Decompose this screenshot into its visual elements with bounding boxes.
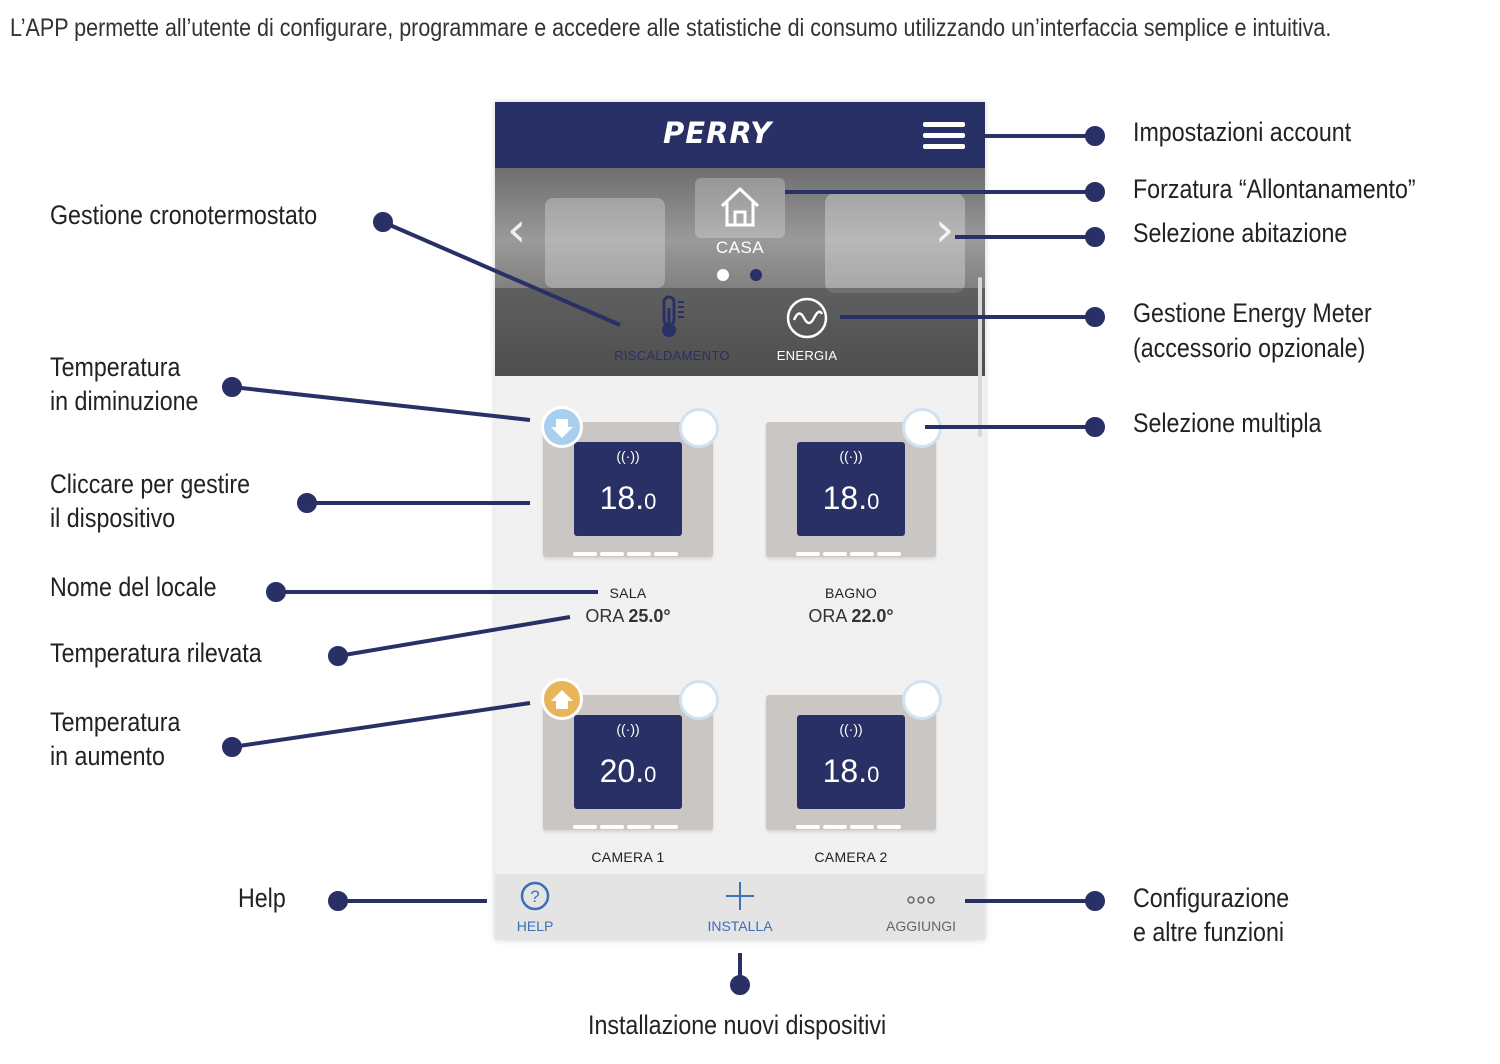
tab-heating-label: RISCALDAMENTO	[614, 348, 730, 363]
plus-icon	[726, 882, 754, 910]
install-button[interactable]: INSTALLA	[690, 874, 790, 940]
temperature-up-icon	[541, 678, 583, 720]
callout-home-select: Selezione abitazione	[1133, 218, 1348, 248]
add-label: AGGIUNGI	[885, 918, 956, 934]
thermometer-icon	[662, 295, 684, 337]
bottom-nav: ? HELP INSTALLA AGGIUNGI	[495, 874, 985, 940]
svg-text:?: ?	[530, 887, 539, 906]
page-dot-1[interactable]	[717, 269, 729, 281]
callout-chrono: Gestione cronotermostato	[50, 200, 318, 230]
energy-wave-icon	[786, 297, 828, 339]
intro-text: L’APP permette all’utente di configurare…	[10, 14, 1332, 42]
room-name: BAGNO	[824, 585, 878, 601]
callout-account: Impostazioni account	[1133, 117, 1352, 147]
set-temperature: 18.0	[599, 480, 657, 516]
more-dots-icon	[907, 896, 935, 904]
top-bar: PERRY	[495, 102, 985, 168]
callout-room-name: Nome del locale	[50, 572, 217, 602]
scrollbar[interactable]	[978, 277, 982, 437]
device-tile-bagno[interactable]: ((·)) 18.0	[766, 422, 936, 557]
help-button[interactable]: ? HELP	[505, 874, 565, 940]
add-button[interactable]: AGGIUNGI	[873, 874, 969, 940]
multi-select-circle-camera-1[interactable]	[679, 680, 719, 720]
temperature-down-icon	[541, 406, 583, 448]
set-temperature: 20.0	[599, 753, 657, 789]
multi-select-circle-bagno[interactable]	[902, 408, 942, 448]
multi-select-circle-camera-2[interactable]	[902, 680, 942, 720]
multi-select-circle-sala[interactable]	[679, 408, 719, 448]
callout-config-2: e altre funzioni	[1133, 917, 1285, 947]
home-name: CASA	[715, 238, 765, 257]
callout-click-2: il dispositivo	[50, 503, 176, 533]
home-banner: ‹ › CASA RISCALDAMENTO	[495, 168, 985, 376]
callout-install: Installazione nuovi dispositivi	[588, 1010, 887, 1040]
callout-decrease-1: Temperatura	[50, 352, 181, 382]
install-label: INSTALLA	[707, 918, 773, 934]
callout-increase-2: in aumento	[50, 741, 165, 771]
wifi-icon: ((·))	[839, 721, 863, 737]
callout-energy-1: Gestione Energy Meter	[1133, 298, 1372, 328]
callout-config-1: Configurazione	[1133, 883, 1290, 913]
set-temperature: 18.0	[822, 753, 880, 789]
room-name: CAMERA 2	[814, 849, 888, 865]
callout-measured: Temperatura rilevata	[50, 638, 262, 668]
tab-heating[interactable]: RISCALDAMENTO	[592, 288, 752, 376]
callout-click-1: Cliccare per gestire	[50, 469, 251, 499]
set-temperature: 18.0	[822, 480, 880, 516]
measured-temperature: ORA 25.0°	[585, 606, 671, 626]
wifi-icon: ((·))	[839, 448, 863, 464]
chevron-right-icon[interactable]: ›	[935, 202, 955, 258]
brand-logo: PERRY	[663, 116, 773, 150]
help-label: HELP	[516, 918, 554, 934]
page-dot-2[interactable]	[750, 269, 762, 281]
device-tile-camera-2[interactable]: ((·)) 18.0	[766, 695, 936, 830]
hamburger-menu-icon[interactable]	[923, 122, 965, 152]
callout-increase-1: Temperatura	[50, 707, 181, 737]
measured-temperature: ORA 22.0°	[808, 606, 894, 626]
app-screen: PERRY ‹ › CASA	[495, 102, 985, 940]
room-name: CAMERA 1	[591, 849, 665, 865]
home-icon[interactable]	[717, 184, 763, 230]
callout-decrease-2: in diminuzione	[50, 386, 199, 416]
help-icon: ?	[520, 881, 550, 911]
callout-energy-2: (accessorio opzionale)	[1133, 333, 1366, 363]
tab-energy[interactable]: ENERGIA	[727, 288, 887, 376]
wifi-icon: ((·))	[616, 448, 640, 464]
callout-help: Help	[238, 883, 286, 913]
mode-tabs: RISCALDAMENTO ENERGIA	[495, 288, 985, 376]
wifi-icon: ((·))	[616, 721, 640, 737]
tab-energy-label: ENERGIA	[776, 348, 838, 363]
room-name: SALA	[609, 585, 647, 601]
callout-multi-select: Selezione multipla	[1133, 408, 1322, 438]
callout-away: Forzatura “Allontanamento”	[1133, 174, 1416, 204]
